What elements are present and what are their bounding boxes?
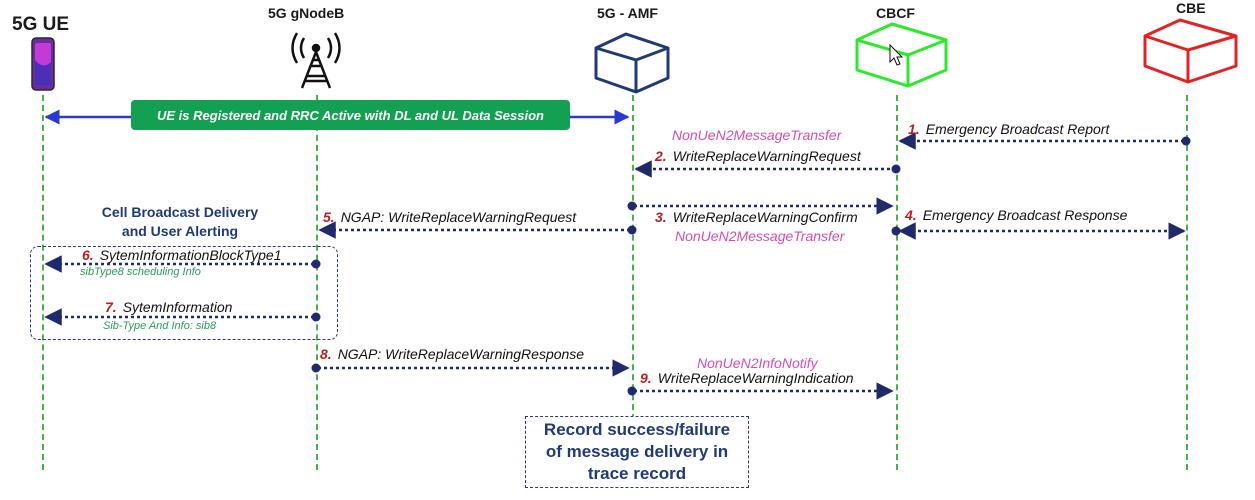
annotation-nonue-transfer-2: NonUeN2MessageTransfer [675,228,845,244]
message-9: 9.WriteReplaceWarningIndication [640,370,854,386]
sib-group-box [30,246,338,340]
entity-ue-label: 5G UE [12,14,70,35]
cbcf-lifeline [896,95,898,470]
annotation-info-notify: NonUeN2InfoNotify [697,355,818,371]
message-2: 2.WriteReplaceWarningRequest [655,148,861,164]
annotation-nonue-transfer-1: NonUeN2MessageTransfer [672,127,842,143]
antenna-tower-icon [291,32,341,89]
message-6: 6.SytemInformationBlockType1 [82,247,282,263]
alerting-title: Cell Broadcast Delivery and User Alertin… [101,204,259,239]
message-7: 7.SytemInformation [105,299,233,315]
message-4: 4.Emergency Broadcast Response [905,207,1128,223]
gnodeb-lifeline [316,95,318,470]
message-3: 3.WriteReplaceWarningConfirm [655,209,858,225]
ue-lifeline [42,95,44,470]
message-5: 5.NGAP: WriteReplaceWarningRequest [323,209,577,225]
cbe-cube-icon [1143,18,1238,84]
entity-cbe-label: CBE [1176,0,1206,16]
entity-cbcf-label: CBCF [876,5,915,21]
amf-cube-icon [594,32,670,94]
sib1-info-note: sibType8 scheduling Info [80,266,201,278]
cbcf-cube-icon [855,22,948,88]
message-1: 1.Emergency Broadcast Report [908,121,1110,137]
sib-info-note: Sib-Type And Info: sib8 [103,320,217,332]
entity-gnodeb-label: 5G gNodeB [268,5,345,21]
session-banner: UE is Registered and RRC Active with DL … [131,100,570,130]
record-trace-box: Record success/failure of message delive… [525,416,749,488]
cbe-lifeline [1186,95,1188,470]
phone-icon [31,37,55,91]
amf-lifeline [632,95,634,470]
entity-amf-label: 5G - AMF [597,5,658,21]
cursor-icon [889,43,904,66]
message-8: 8.NGAP: WriteReplaceWarningResponse [320,346,585,362]
